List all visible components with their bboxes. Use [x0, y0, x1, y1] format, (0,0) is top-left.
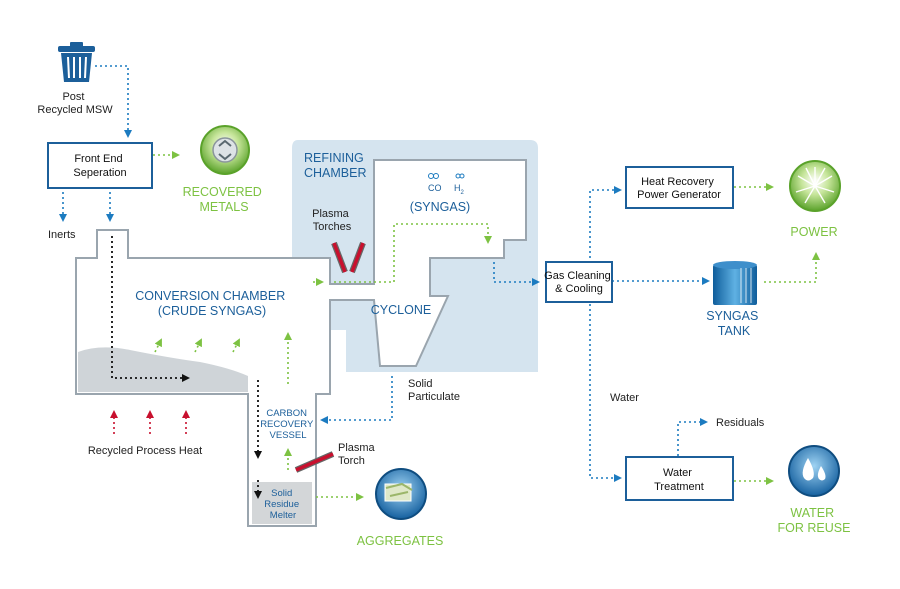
recovered-metals-label-2: METALS	[199, 200, 248, 214]
plasma-torch-label-2: Torch	[338, 455, 365, 467]
plasma-torches-icon	[331, 241, 366, 274]
conversion-chamber-outline	[75, 159, 527, 527]
svg-text:CARBON RECOVERY VESSEL: CARBON RECOVERY VESSEL	[260, 408, 316, 441]
svg-text:Solid Particulate: Solid Particulate	[408, 378, 460, 403]
recovered-metals-label-1: RECOVERED	[183, 185, 262, 199]
syngas-tank-icon	[713, 261, 757, 305]
aggregates-label: AGGREGATES	[357, 534, 444, 548]
heat-recovery-label-2: Power Generator	[637, 189, 721, 201]
svg-text:RECOVERED METALS: RECOVERED METALS	[183, 185, 266, 214]
water-treatment-label-1: Water	[663, 467, 692, 479]
water-reuse-label-2: FOR REUSE	[778, 521, 851, 535]
inerts-label: Inerts	[48, 229, 76, 241]
trash-bin-icon	[58, 42, 95, 82]
water-label: Water	[610, 392, 639, 404]
solid-residue-label-3: Melter	[270, 510, 296, 521]
svg-text:H2: H2	[454, 183, 465, 196]
water-drop-icon	[788, 445, 840, 497]
heat-recovery-label-1: Heat Recovery	[641, 176, 714, 188]
plasma-torches-label-2: Torches	[313, 221, 352, 233]
gas-cleaning-label-1: Gas Cleaning	[544, 270, 611, 282]
svg-text:Front End Seperation: Front End Seperation	[73, 153, 126, 179]
power-icon	[789, 160, 841, 212]
heat-recovery-box	[625, 166, 734, 209]
svg-text:REFINING CHAMBER: REFINING CHAMBER	[304, 151, 367, 180]
h2-subscript: 2	[461, 190, 465, 196]
plasma-torches-label-1: Plasma	[312, 208, 350, 220]
co-label: CO	[428, 183, 442, 193]
svg-text:Post Recycled MSW: Post Recycled MSW	[37, 91, 113, 116]
solid-particulate-label-2: Particulate	[408, 391, 460, 403]
green-flows	[153, 151, 820, 501]
solid-residue-label-2: Residue	[264, 499, 299, 510]
waste-path-arrow	[111, 236, 190, 382]
waste-pile	[78, 347, 248, 392]
water-treatment-label-2: Treatment	[654, 481, 704, 493]
syngas-tank-label-1: SYNGAS	[706, 309, 758, 323]
water-reuse-label-1: WATER	[790, 506, 834, 520]
gas-cleaning-label-2: & Cooling	[555, 283, 603, 295]
svg-text:CONVERSION CHAMBER (CRUDE: CONVERSION CHAMBER (CRUDE SYNGAS)	[135, 289, 289, 318]
conversion-chamber-label-2: (CRUDE SYNGAS)	[158, 304, 266, 318]
front-end-label-2: Seperation	[73, 167, 126, 179]
svg-text:Solid Residue Melter: Solid Residue Melter	[264, 488, 302, 521]
cyclone-label: CYCLONE	[371, 303, 431, 317]
residuals-label: Residuals	[716, 417, 765, 429]
recycled-heat-label: Recycled Process Heat	[88, 445, 202, 457]
front-end-separation-box	[47, 142, 153, 189]
syngas-tank-label-2: TANK	[718, 324, 751, 338]
syngas-label: (SYNGAS)	[410, 200, 470, 214]
aggregates-icon	[375, 468, 427, 520]
svg-text:Gas Cleaning & Cooling: Gas Cleaning & Cooling	[544, 270, 614, 295]
svg-text:Water Treatment: Water Treatment	[654, 467, 704, 493]
molecule-icons	[428, 173, 465, 179]
gas-cleaning-box	[545, 261, 613, 303]
plasma-torch-icon	[294, 451, 335, 473]
svg-text:SYNGAS TANK: SYNGAS TANK	[706, 309, 762, 338]
plasma-torch-label-1: Plasma	[338, 442, 376, 454]
svg-text:Plasma Torch: Plasma Torch	[338, 442, 378, 467]
carbon-recovery-label-1: CARBON	[266, 408, 307, 419]
post-msw-label-1: Post	[62, 91, 84, 103]
refining-chamber-label-2: CHAMBER	[304, 166, 367, 180]
carbon-recovery-label-2: RECOVERY	[260, 419, 314, 430]
svg-text:Heat Recovery Power Genera: Heat Recovery Power Generator	[637, 176, 721, 201]
recycle-metals-icon	[200, 125, 250, 175]
water-treatment-box	[625, 456, 734, 501]
blue-flows	[59, 65, 710, 482]
solid-residue-melter-box	[252, 482, 312, 524]
h2-label: H	[454, 183, 461, 193]
front-end-label-1: Front End	[74, 153, 122, 165]
solid-residue-label-1: Solid	[271, 488, 292, 499]
svg-text:WATER FOR REUSE: WATER FOR REUSE	[778, 506, 851, 535]
post-msw-label-2: Recycled MSW	[37, 104, 113, 116]
recycled-heat-arrows	[110, 410, 190, 434]
svg-text:Plasma Torches: Plasma Torches	[312, 208, 352, 233]
conversion-chamber-label-1: CONVERSION CHAMBER	[135, 289, 285, 303]
refining-chamber-label-1: REFINING	[304, 151, 364, 165]
solid-particulate-label-1: Solid	[408, 378, 432, 390]
power-label: POWER	[790, 225, 837, 239]
carbon-recovery-label-3: VESSEL	[270, 430, 307, 441]
